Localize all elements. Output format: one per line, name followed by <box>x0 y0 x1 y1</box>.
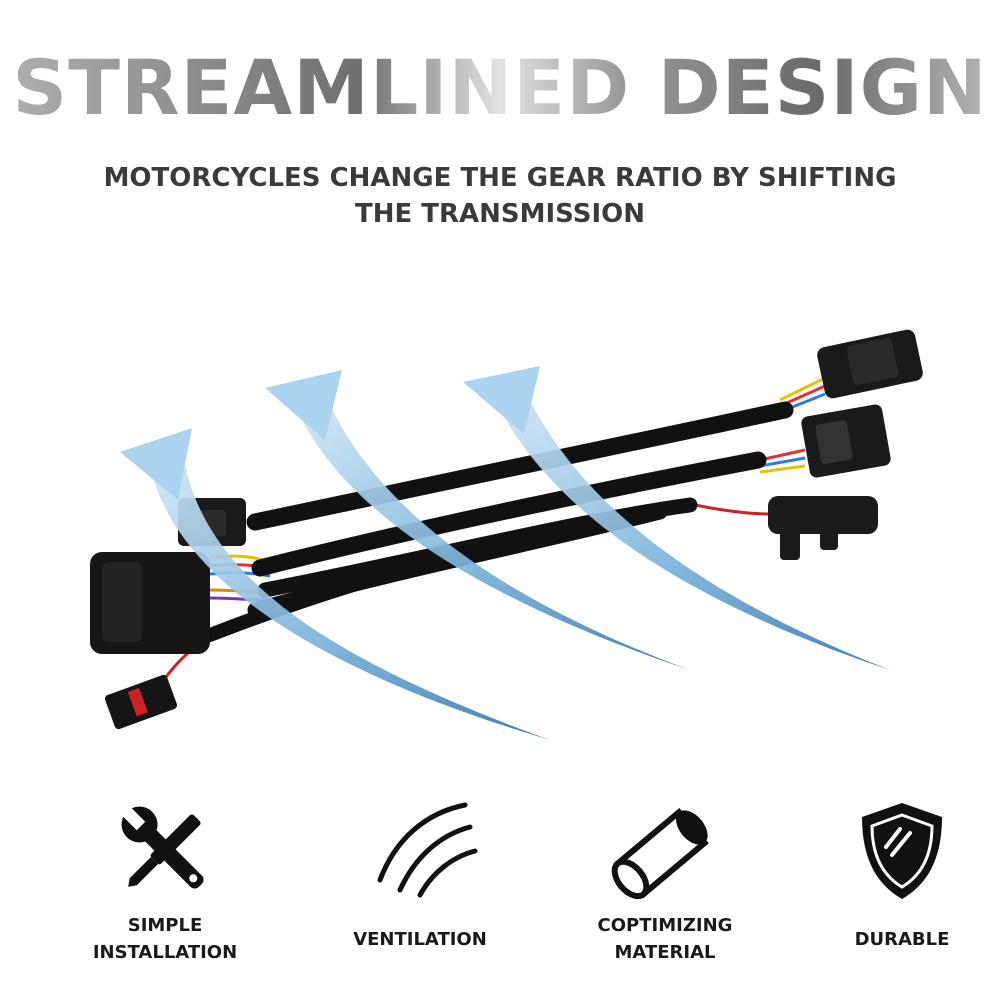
connector-tiny-plug <box>104 674 178 730</box>
feature-label: VENTILATION <box>320 926 520 953</box>
tube-icon <box>611 807 709 900</box>
feature-label-line-2: MATERIAL <box>614 942 716 963</box>
connector-mid-right <box>801 404 891 478</box>
wrench-screwdriver-icon <box>121 806 204 889</box>
connector-top-right <box>817 329 923 399</box>
feature-durable: DURABLE <box>802 790 1000 980</box>
headline: STREAMLINED DESIGN <box>0 38 1000 138</box>
feature-label-line-1: SIMPLE <box>127 915 203 936</box>
airflow-icon <box>377 802 478 898</box>
cables <box>203 401 794 642</box>
feature-label: SIMPLE INSTALLATION <box>65 912 265 966</box>
airflow-arrows <box>120 366 890 740</box>
connector-large-left <box>90 552 210 654</box>
feature-label-line-1: COPTIMIZING <box>597 915 733 936</box>
subheadline: MOTORCYCLES CHANGE THE GEAR RATIO BY SHI… <box>60 160 940 232</box>
feature-label-line-2: INSTALLATION <box>92 942 238 963</box>
feature-label-line-1: VENTILATION <box>353 929 487 950</box>
feature-optimizing-material: COPTIMIZING MATERIAL <box>565 790 765 980</box>
connector-small-right <box>768 496 878 560</box>
feature-row: SIMPLE INSTALLATION VENTILATION COPTIMIZ… <box>0 790 1000 980</box>
feature-label: COPTIMIZING MATERIAL <box>565 912 765 966</box>
shield-icon <box>862 803 942 899</box>
subheadline-line-1: MOTORCYCLES CHANGE THE GEAR RATIO BY SHI… <box>103 163 897 193</box>
feature-label-line-1: DURABLE <box>854 929 950 950</box>
feature-simple-installation: SIMPLE INSTALLATION <box>65 790 265 980</box>
feature-ventilation: VENTILATION <box>320 790 520 980</box>
wiring-harness-illustration <box>90 329 923 740</box>
feature-label: DURABLE <box>802 926 1000 953</box>
subheadline-line-2: THE TRANSMISSION <box>354 199 646 229</box>
